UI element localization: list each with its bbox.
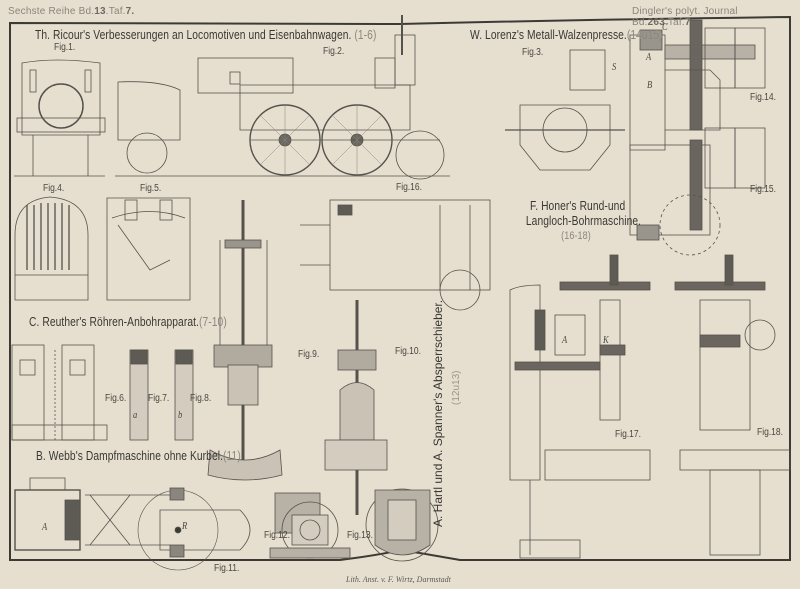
- press-label-b: B: [647, 80, 653, 91]
- plate-label: .Taf.: [664, 17, 685, 28]
- fig7-label-a: a: [133, 410, 138, 421]
- title-text-line2: Langloch-Bohrmaschine.: [525, 214, 642, 228]
- series-volume: 13: [94, 6, 106, 17]
- fig11-label-a: A: [42, 522, 48, 533]
- series-label: Sechste Reihe Bd.: [8, 6, 95, 17]
- title-text: B. Webb's Dampfmaschine ohne Kurbel.: [36, 449, 224, 463]
- fig12-valve-section-drawing: [269, 492, 351, 559]
- fig6-drawing: [11, 344, 108, 441]
- figure-range: (14u15): [626, 28, 663, 42]
- plate-number: 7.: [684, 17, 694, 28]
- plate-label: .Taf.: [105, 6, 126, 17]
- fig17-label-k: K: [603, 335, 609, 346]
- fig15-caption: Fig.15.: [750, 184, 776, 195]
- fig11-caption: Fig.11.: [214, 563, 240, 574]
- fig18-caption: Fig.18.: [757, 427, 783, 438]
- fig17-drilling-machine-drawing: [509, 254, 651, 559]
- fig12-caption: Fig.12.: [264, 530, 290, 541]
- section-range-hartl: (12u13): [451, 370, 462, 405]
- section-title-honer: F. Honer's Rund-und Langloch-Bohrmaschin…: [526, 199, 641, 244]
- header-left: Sechste Reihe Bd.13.Taf.7.: [8, 6, 134, 17]
- plate-border: [9, 15, 791, 561]
- fig10-tapping-apparatus-drawing: [324, 300, 388, 515]
- section-title-webb: B. Webb's Dampfmaschine ohne Kurbel.(11): [36, 449, 241, 463]
- press-label-s: S: [612, 62, 617, 73]
- fig7-drill-tube-drawing: [129, 349, 149, 441]
- title-text-line1: F. Honer's Rund-und: [530, 199, 626, 213]
- fig2-caption: Fig.2.: [323, 46, 345, 57]
- fig8-drill-tube-drawing: [174, 349, 194, 441]
- fig9-caption: Fig.9.: [298, 349, 320, 360]
- figure-range: (7-10): [198, 315, 227, 329]
- fig14-15-press-drawing: [629, 19, 766, 256]
- press-label-a: A: [646, 52, 652, 63]
- section-title-hartl: A. Hartl und A. Spanner's Absperrschiebe…: [431, 299, 445, 527]
- fig17-caption: Fig.17.: [615, 429, 641, 440]
- journal-label: Dingler's polyt. Journal Bd.: [632, 6, 738, 28]
- journal-volume: 263: [647, 17, 665, 28]
- fig16-valve-elevation-drawing: [300, 199, 491, 311]
- fig3-caption: Fig.3.: [522, 47, 544, 58]
- figure-range: (16-18): [561, 230, 591, 242]
- section-title-lorenz: W. Lorenz's Metall-Walzenpresse.(14u15): [470, 28, 663, 42]
- figure-range: (1-6): [354, 28, 377, 42]
- fig8-label-b: b: [178, 410, 183, 421]
- fig16-caption: Fig.16.: [396, 182, 422, 193]
- header-right: Dingler's polyt. Journal Bd.263.Taf.7.: [632, 6, 800, 28]
- fig13-valve-section-drawing: [365, 488, 439, 562]
- fig8-caption: Fig.8.: [190, 393, 212, 404]
- title-text: Th. Ricour's Verbesserungen an Locomotiv…: [35, 28, 352, 42]
- fig5-boiler-side-drawing: [106, 197, 191, 301]
- fig5-caption: Fig.5.: [140, 183, 162, 194]
- fig13-caption: Fig.13.: [347, 530, 373, 541]
- fig9-tapping-apparatus-drawing: [207, 200, 283, 481]
- fig3-press-front-drawing: [505, 49, 625, 171]
- section-title-reuther: C. Reuther's Röhren-Anbohrapparat.(7-10): [29, 315, 227, 329]
- figure-range: (11): [223, 449, 241, 463]
- fig10-caption: Fig.10.: [395, 346, 421, 357]
- fig7-caption: Fig.7.: [148, 393, 170, 404]
- press-label-c: C: [662, 22, 668, 33]
- fig11-label-r: R: [182, 521, 188, 532]
- fig18-drilling-machine-drawing: [674, 254, 791, 556]
- lithographer-credit: Lith. Anst. v. F. Wirtz, Darmstadt: [346, 575, 451, 584]
- title-text: C. Reuther's Röhren-Anbohrapparat.: [29, 315, 199, 329]
- fig2-locomotive-side-drawing: [115, 15, 450, 180]
- fig6-caption: Fig.6.: [105, 393, 127, 404]
- fig4-boiler-section-drawing: [14, 196, 89, 301]
- fig14-caption: Fig.14.: [750, 92, 776, 103]
- fig11-steam-engine-drawing: [14, 477, 251, 571]
- fig17-label-a: A: [562, 335, 568, 346]
- title-text: W. Lorenz's Metall-Walzenpresse.: [470, 28, 627, 42]
- plate-number: 7.: [125, 6, 135, 17]
- fig1-locomotive-front-drawing: [14, 59, 106, 177]
- fig4-caption: Fig.4.: [43, 183, 65, 194]
- section-title-ricour: Th. Ricour's Verbesserungen an Locomotiv…: [35, 28, 376, 42]
- fig1-caption: Fig.1.: [54, 42, 76, 53]
